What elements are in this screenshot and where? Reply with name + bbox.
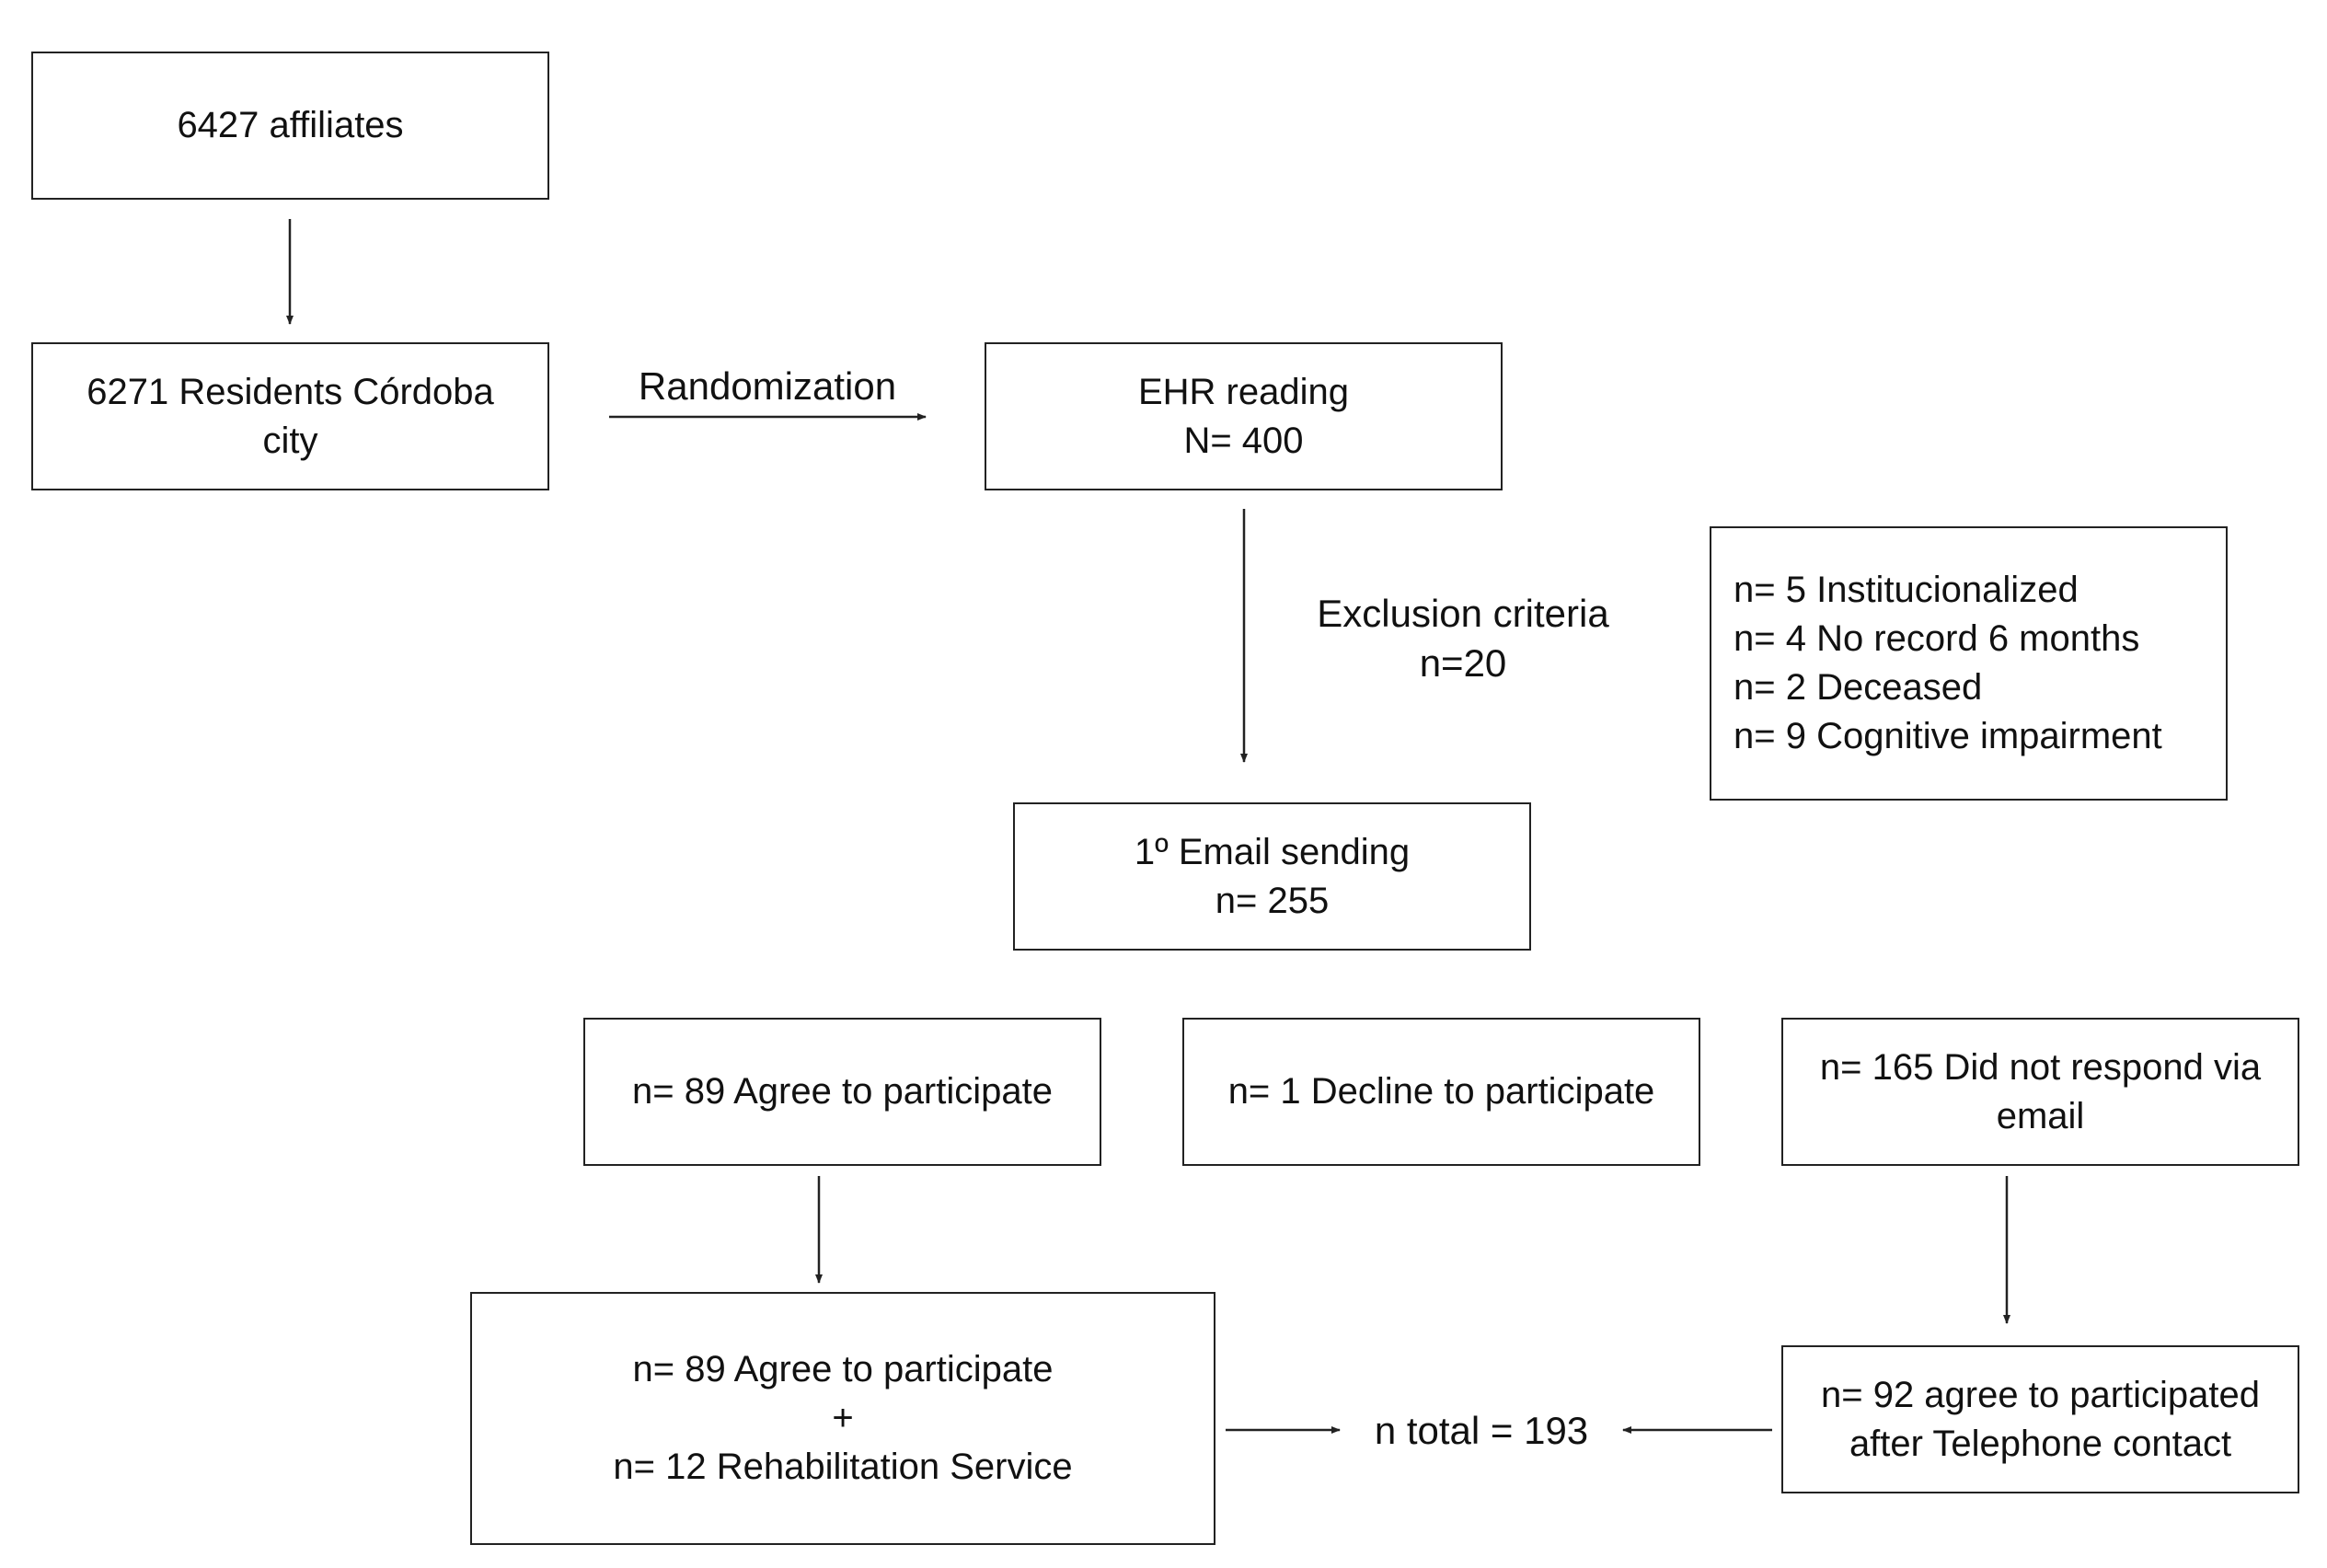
combined-agree-line-3: n= 12 Rehabilitation Service <box>613 1447 1073 1487</box>
no-response-text-line-2: email <box>1996 1095 2085 1136</box>
exclusion-detail-deceased: n= 2 Deceased <box>1734 667 1983 708</box>
no-response-text-line-1: n= 165 Did not respond via <box>1819 1046 2262 1088</box>
combined-agree-box: n= 89 Agree to participate + n= 12 Rehab… <box>470 1292 1215 1545</box>
residents-text-line-2: city <box>262 420 318 461</box>
decline-box: n= 1 Decline to participate <box>1182 1018 1700 1166</box>
randomization-label: Randomization <box>638 364 897 408</box>
decline-text: n= 1 Decline to participate <box>1227 1071 1655 1112</box>
exclusion-detail-cognitive: n= 9 Cognitive impairment <box>1734 716 2162 756</box>
exclusion-detail-no-record: n= 4 No record 6 months <box>1734 618 2140 659</box>
agree-text: n= 89 Agree to participate <box>632 1071 1053 1112</box>
exclusion-criteria-title: Exclusion criteria <box>1317 592 1609 635</box>
exclusion-criteria-count: n=20 <box>1419 641 1507 685</box>
exclusion-criteria-label: Exclusion criteria n=20 <box>1288 589 1638 688</box>
affiliates-box: 6427 affiliates <box>31 52 549 200</box>
exclusion-details-box: n= 5 Institucionalized n= 4 No record 6 … <box>1710 526 2228 801</box>
residents-text-line-1: 6271 Residents Córdoba <box>86 371 494 412</box>
agree-box: n= 89 Agree to participate <box>583 1018 1101 1166</box>
ehr-text-line-2: N= 400 <box>1183 420 1304 461</box>
exclusion-detail-institucionalized: n= 5 Institucionalized <box>1734 570 2079 610</box>
combined-agree-plus: + <box>832 1398 854 1438</box>
combined-agree-line-1: n= 89 Agree to participate <box>632 1349 1054 1389</box>
telephone-text-line-1: n= 92 agree to participated <box>1820 1374 2260 1415</box>
email-sending-text-line-1: 1º Email sending <box>1134 831 1411 872</box>
no-response-box: n= 165 Did not respond via email <box>1781 1018 2299 1166</box>
ehr-box: EHR reading N= 400 <box>985 342 1503 490</box>
affiliates-text: 6427 affiliates <box>177 105 404 145</box>
ehr-text-line-1: EHR reading <box>1137 371 1349 412</box>
telephone-box: n= 92 agree to participated after Teleph… <box>1781 1345 2299 1493</box>
email-sending-box: 1º Email sending n= 255 <box>1013 802 1531 951</box>
residents-box: 6271 Residents Córdoba city <box>31 342 549 490</box>
total-label: n total = 193 <box>1374 1409 1589 1452</box>
telephone-text-line-2: after Telephone contact <box>1849 1423 2232 1464</box>
email-sending-text-line-2: n= 255 <box>1215 880 1330 921</box>
